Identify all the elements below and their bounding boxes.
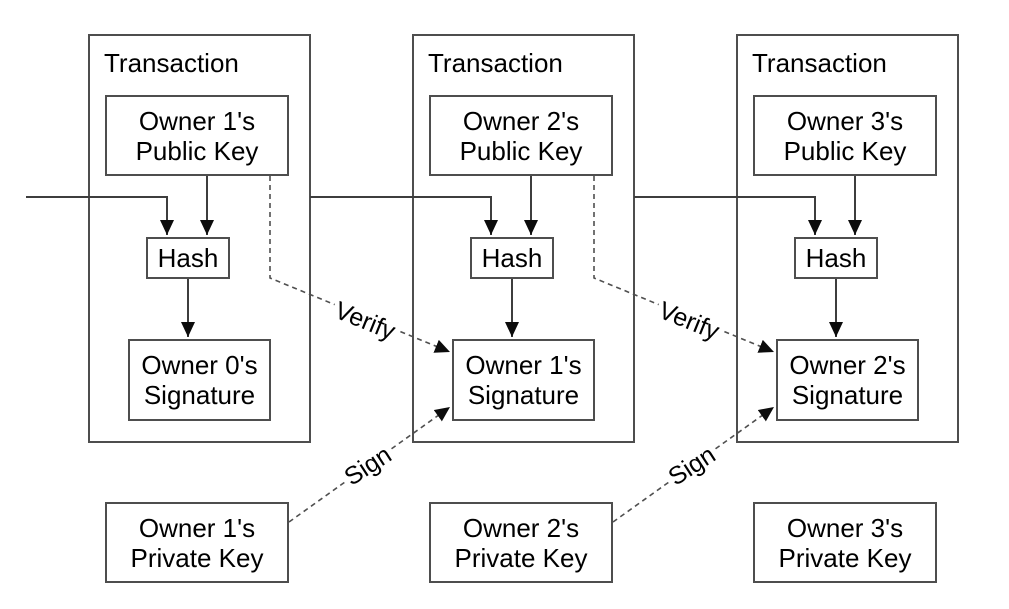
signature-box-1: Owner 0's Signature — [128, 339, 271, 421]
signature-box-2: Owner 1's Signature — [452, 339, 595, 421]
hash-box-2: Hash — [470, 237, 554, 279]
private-key-box-3: Owner 3's Private Key — [753, 502, 937, 583]
sign-label-1: Sign — [337, 439, 399, 493]
hash-box-1: Hash — [146, 237, 230, 279]
sign-label-2: Sign — [661, 439, 723, 493]
transaction-title-1: Transaction — [104, 48, 239, 78]
hash-box-3: Hash — [794, 237, 878, 279]
verify-label-1: Verify — [328, 296, 402, 346]
signature-box-3: Owner 2's Signature — [776, 339, 919, 421]
verify-label-2: Verify — [652, 296, 726, 346]
private-key-box-1: Owner 1's Private Key — [105, 502, 289, 583]
public-key-box-3: Owner 3's Public Key — [753, 95, 937, 176]
transaction-title-3: Transaction — [752, 48, 887, 78]
private-key-box-2: Owner 2's Private Key — [429, 502, 613, 583]
public-key-box-1: Owner 1's Public Key — [105, 95, 289, 176]
public-key-box-2: Owner 2's Public Key — [429, 95, 613, 176]
transaction-title-2: Transaction — [428, 48, 563, 78]
